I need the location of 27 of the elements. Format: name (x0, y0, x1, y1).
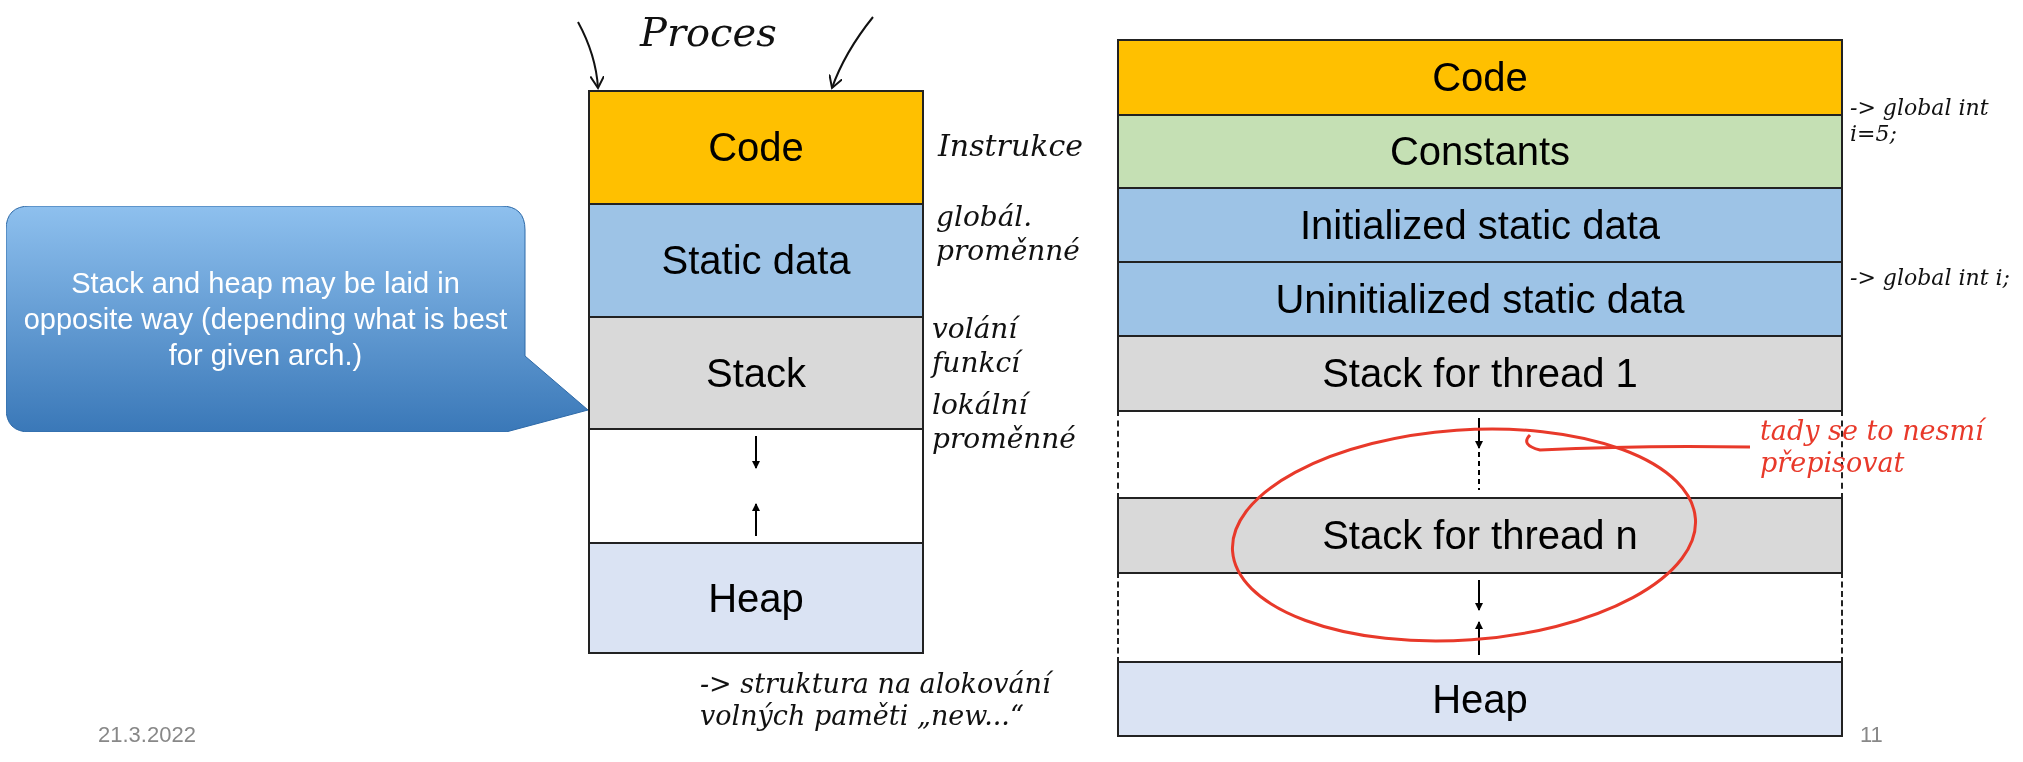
memory-segment: Uninitialized static data (1117, 261, 1843, 337)
memory-segment: Heap (1117, 661, 1843, 737)
handwritten-note: Proces (640, 8, 777, 56)
memory-segment: Stack for thread 1 (1117, 335, 1843, 412)
memory-segment: Initialized static data (1117, 187, 1843, 263)
free-space-segment (1117, 572, 1843, 663)
memory-segment: Heap (588, 542, 924, 654)
speech-callout: Stack and heap may be laid in opposite way (depending what is best for given arch.) (6, 206, 590, 432)
handwritten-note: -> global int i; (1850, 265, 2010, 292)
handwritten-note: -> global int i=5; (1850, 95, 1990, 148)
handwritten-note: tady se to nesmí přepisovat (1760, 415, 1987, 480)
memory-segment: Static data (588, 203, 924, 318)
handwritten-note: Instrukce (938, 128, 1084, 164)
page-footer-text: 21.3.2022 (98, 722, 196, 748)
memory-segment: Stack for thread n (1117, 497, 1843, 574)
handwritten-arrow (577, 21, 605, 89)
page-footer-text: 11 (1860, 722, 1883, 748)
free-space-segment (588, 428, 924, 544)
handwritten-arrow (828, 16, 874, 89)
handwritten-note: volání funkcí (932, 312, 1024, 380)
handwritten-note: -> struktura na alokování volných paměti „new...“ (700, 668, 1054, 733)
memory-segment: Stack (588, 316, 924, 430)
handwritten-note: globál. proměnné (936, 200, 1081, 268)
memory-segment: Code (1117, 39, 1843, 116)
handwritten-note: lokální proměnné (932, 388, 1077, 456)
memory-segment: Constants (1117, 114, 1843, 189)
memory-segment: Code (588, 90, 924, 205)
